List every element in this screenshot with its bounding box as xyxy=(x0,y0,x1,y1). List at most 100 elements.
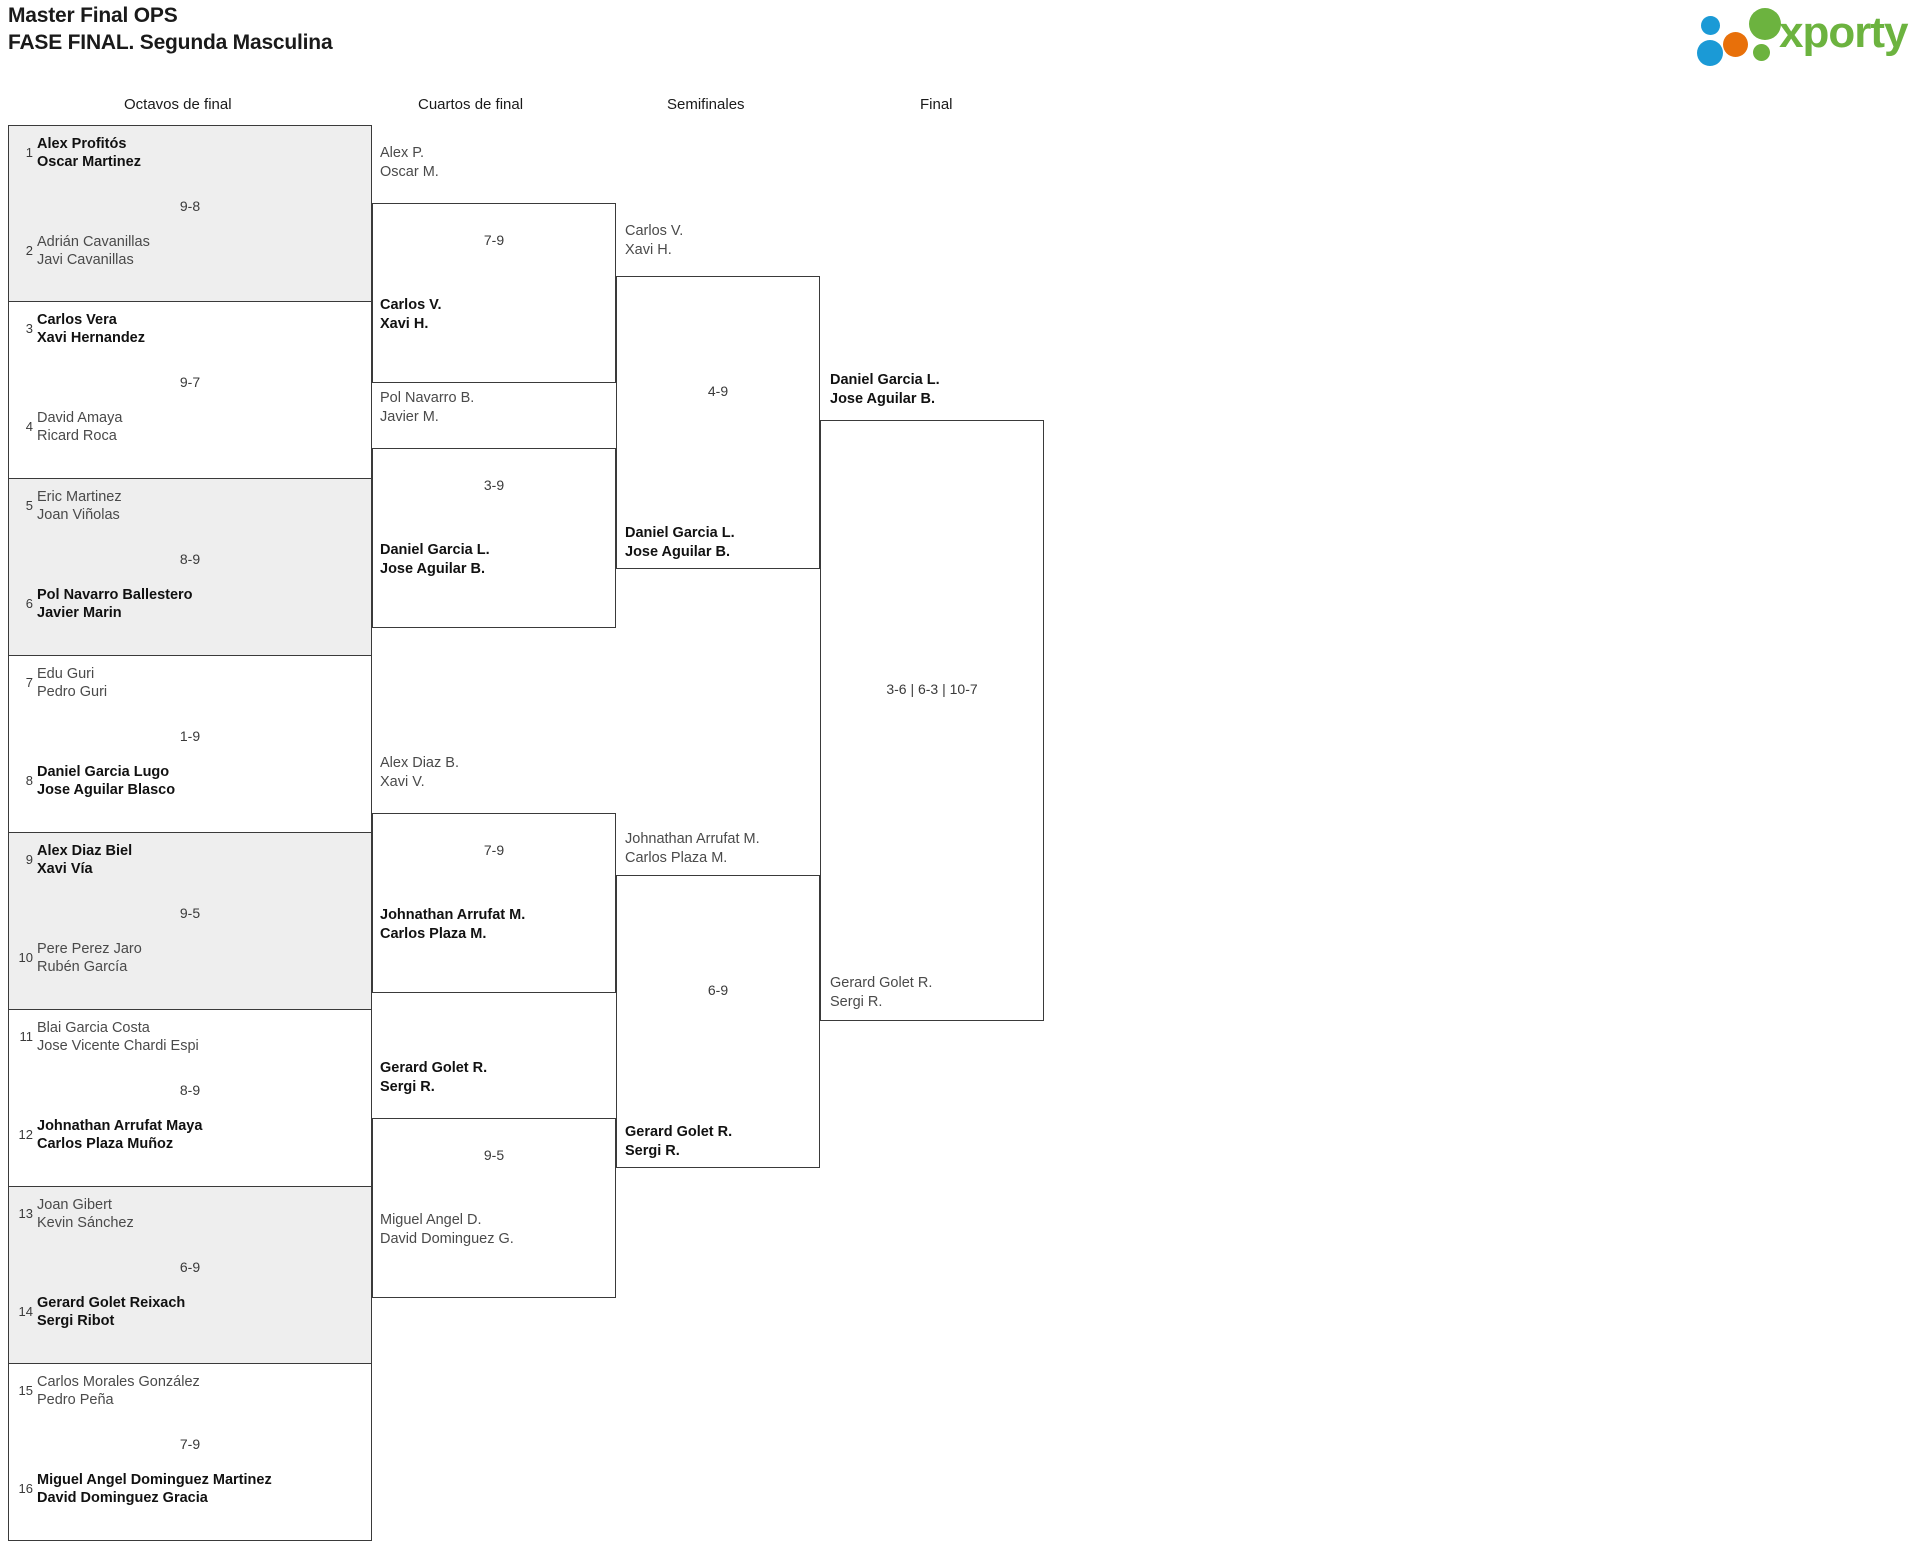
team-top[interactable]: Joan Gibert Kevin Sánchez xyxy=(37,1196,365,1232)
seed-number: 1 xyxy=(25,145,33,160)
round2-match-1[interactable] xyxy=(372,203,616,383)
logo-wordmark: xporty xyxy=(1779,8,1908,57)
team-bottom[interactable]: Adrián Cavanillas Javi Cavanillas xyxy=(37,233,365,269)
round2-match-2[interactable] xyxy=(372,448,616,628)
team-top[interactable]: Edu Guri Pedro Guri xyxy=(37,665,365,701)
match-score: 3-9 xyxy=(483,477,505,493)
player-name: Javi Cavanillas xyxy=(37,252,134,268)
player-name: Pedro Peña xyxy=(37,1392,114,1408)
team-top[interactable]: Eric Martinez Joan Viñolas xyxy=(37,488,365,524)
round1-match-4[interactable]: 7 8 Edu Guri Pedro Guri Daniel Garcia Lu… xyxy=(8,656,372,833)
player-name: Carlos Plaza M. xyxy=(625,850,728,866)
logo-dot-green-large xyxy=(1749,8,1781,40)
round2-match-4-lower-team[interactable]: Miguel Angel D. David Dominguez G. xyxy=(380,1211,616,1249)
team-top[interactable]: Alex Diaz Biel Xavi Vía xyxy=(37,842,365,878)
team-bottom[interactable]: Gerard Golet Reixach Sergi Ribot xyxy=(37,1294,365,1330)
team-top[interactable]: Carlos Morales González Pedro Peña xyxy=(37,1373,365,1409)
player-name: Adrián Cavanillas xyxy=(37,234,150,250)
round-header-final: Final xyxy=(920,96,953,113)
player-name: Blai Garcia Costa xyxy=(37,1020,150,1036)
player-name: Carlos Vera xyxy=(37,312,117,328)
round2-match-2-lower-team[interactable]: Daniel Garcia L. Jose Aguilar B. xyxy=(380,541,616,579)
player-name: Alex Diaz B. xyxy=(380,755,459,771)
team-top[interactable]: Blai Garcia Costa Jose Vicente Chardi Es… xyxy=(37,1019,365,1055)
team-top[interactable]: Alex Profitós Oscar Martinez xyxy=(37,135,365,171)
player-name: Xavi H. xyxy=(625,242,672,258)
team-bottom[interactable]: Miguel Angel Dominguez Martinez David Do… xyxy=(37,1471,365,1507)
round2-match-3-upper-team[interactable]: Alex Diaz B. Xavi V. xyxy=(380,754,616,792)
player-name: Sergi R. xyxy=(830,994,883,1010)
page-title: Master Final OPS FASE FINAL. Segunda Mas… xyxy=(8,2,333,56)
final-match[interactable] xyxy=(820,420,1044,1021)
round2-match-3[interactable] xyxy=(372,813,616,993)
round1-match-1[interactable]: 1 2 Alex Profitós Oscar Martinez Adrián … xyxy=(8,125,372,302)
round-header-octavos: Octavos de final xyxy=(124,96,232,113)
seed-number: 13 xyxy=(18,1206,33,1221)
match-score: 9-8 xyxy=(179,198,201,214)
player-name: Pedro Guri xyxy=(37,684,108,700)
player-name: Alex Diaz Biel xyxy=(37,843,133,859)
round-header-cuartos: Cuartos de final xyxy=(418,96,524,113)
match-score: 4-9 xyxy=(707,383,729,399)
round1-match-2[interactable]: 3 4 Carlos Vera Xavi Hernandez David Ama… xyxy=(8,302,372,479)
seed-number: 15 xyxy=(18,1383,33,1398)
logo-dot-orange xyxy=(1723,32,1748,57)
round3-match-1-upper-team[interactable]: Carlos V. Xavi H. xyxy=(625,222,835,260)
team-bottom[interactable]: Johnathan Arrufat Maya Carlos Plaza Muño… xyxy=(37,1117,365,1153)
round2-match-4-upper-team[interactable]: Gerard Golet R. Sergi R. xyxy=(380,1059,616,1097)
round2-match-1-upper-team[interactable]: Alex P. Oscar M. xyxy=(380,144,616,182)
player-name: Gerard Golet Reixach xyxy=(37,1295,186,1311)
round2-match-4[interactable] xyxy=(372,1118,616,1298)
team-bottom[interactable]: David Amaya Ricard Roca xyxy=(37,409,365,445)
player-name: Pere Perez Jaro xyxy=(37,941,142,957)
match-score: 9-5 xyxy=(483,1147,505,1163)
player-name: Sergi R. xyxy=(380,1079,435,1095)
round1-match-8[interactable]: 15 16 Carlos Morales González Pedro Peña… xyxy=(8,1364,372,1541)
round1-match-7[interactable]: 13 14 Joan Gibert Kevin Sánchez Gerard G… xyxy=(8,1187,372,1364)
seed-number: 5 xyxy=(25,498,33,513)
team-bottom[interactable]: Pol Navarro Ballestero Javier Marin xyxy=(37,586,365,622)
round1-match-3[interactable]: 5 6 Eric Martinez Joan Viñolas Pol Navar… xyxy=(8,479,372,656)
seed-number: 6 xyxy=(25,596,33,611)
player-name: Gerard Golet R. xyxy=(625,1124,733,1140)
player-name: Alex P. xyxy=(380,145,425,161)
round3-match-2[interactable] xyxy=(616,875,820,1168)
round1-match-6[interactable]: 11 12 Blai Garcia Costa Jose Vicente Cha… xyxy=(8,1010,372,1187)
seed-number: 14 xyxy=(18,1304,33,1319)
player-name: Oscar M. xyxy=(380,164,439,180)
player-name: David Amaya xyxy=(37,410,123,426)
round2-match-2-upper-team[interactable]: Pol Navarro B. Javier M. xyxy=(380,389,616,427)
seed-number: 8 xyxy=(25,773,33,788)
player-name: Daniel Garcia Lugo xyxy=(37,764,170,780)
seed-number: 7 xyxy=(25,675,33,690)
team-bottom[interactable]: Pere Perez Jaro Rubén García xyxy=(37,940,365,976)
tournament-name: Master Final OPS xyxy=(8,4,178,27)
player-name: Jose Aguilar B. xyxy=(625,544,731,560)
round3-match-2-lower-team[interactable]: Gerard Golet R. Sergi R. xyxy=(625,1123,835,1161)
player-name: Joan Gibert xyxy=(37,1197,112,1213)
player-name: Sergi R. xyxy=(625,1143,680,1159)
round1-match-5[interactable]: 9 10 Alex Diaz Biel Xavi Vía Pere Perez … xyxy=(8,833,372,1010)
round3-match-1-lower-team[interactable]: Daniel Garcia L. Jose Aguilar B. xyxy=(625,524,835,562)
player-name: Carlos Morales González xyxy=(37,1374,200,1390)
round2-match-1-lower-team[interactable]: Carlos V. Xavi H. xyxy=(380,296,616,334)
final-upper-team[interactable]: Daniel Garcia L. Jose Aguilar B. xyxy=(830,371,1060,409)
player-name: Jose Aguilar Blasco xyxy=(37,782,176,798)
player-name: Xavi V. xyxy=(380,774,425,790)
seed-number: 2 xyxy=(25,243,33,258)
final-lower-team[interactable]: Gerard Golet R. Sergi R. xyxy=(830,974,1060,1012)
player-name: Ricard Roca xyxy=(37,428,117,444)
player-name: Xavi Hernandez xyxy=(37,330,145,346)
player-name: Johnathan Arrufat Maya xyxy=(37,1118,203,1134)
match-score: 7-9 xyxy=(179,1436,201,1452)
player-name: Xavi H. xyxy=(380,316,429,332)
player-name: David Dominguez G. xyxy=(380,1231,514,1247)
round2-match-3-lower-team[interactable]: Johnathan Arrufat M. Carlos Plaza M. xyxy=(380,906,616,944)
team-bottom[interactable]: Daniel Garcia Lugo Jose Aguilar Blasco xyxy=(37,763,365,799)
round3-match-1[interactable] xyxy=(616,276,820,569)
team-top[interactable]: Carlos Vera Xavi Hernandez xyxy=(37,311,365,347)
seed-number: 10 xyxy=(18,950,33,965)
round3-match-2-upper-team[interactable]: Johnathan Arrufat M. Carlos Plaza M. xyxy=(625,830,835,868)
player-name: Joan Viñolas xyxy=(37,507,120,523)
player-name: Carlos Plaza Muñoz xyxy=(37,1136,174,1152)
